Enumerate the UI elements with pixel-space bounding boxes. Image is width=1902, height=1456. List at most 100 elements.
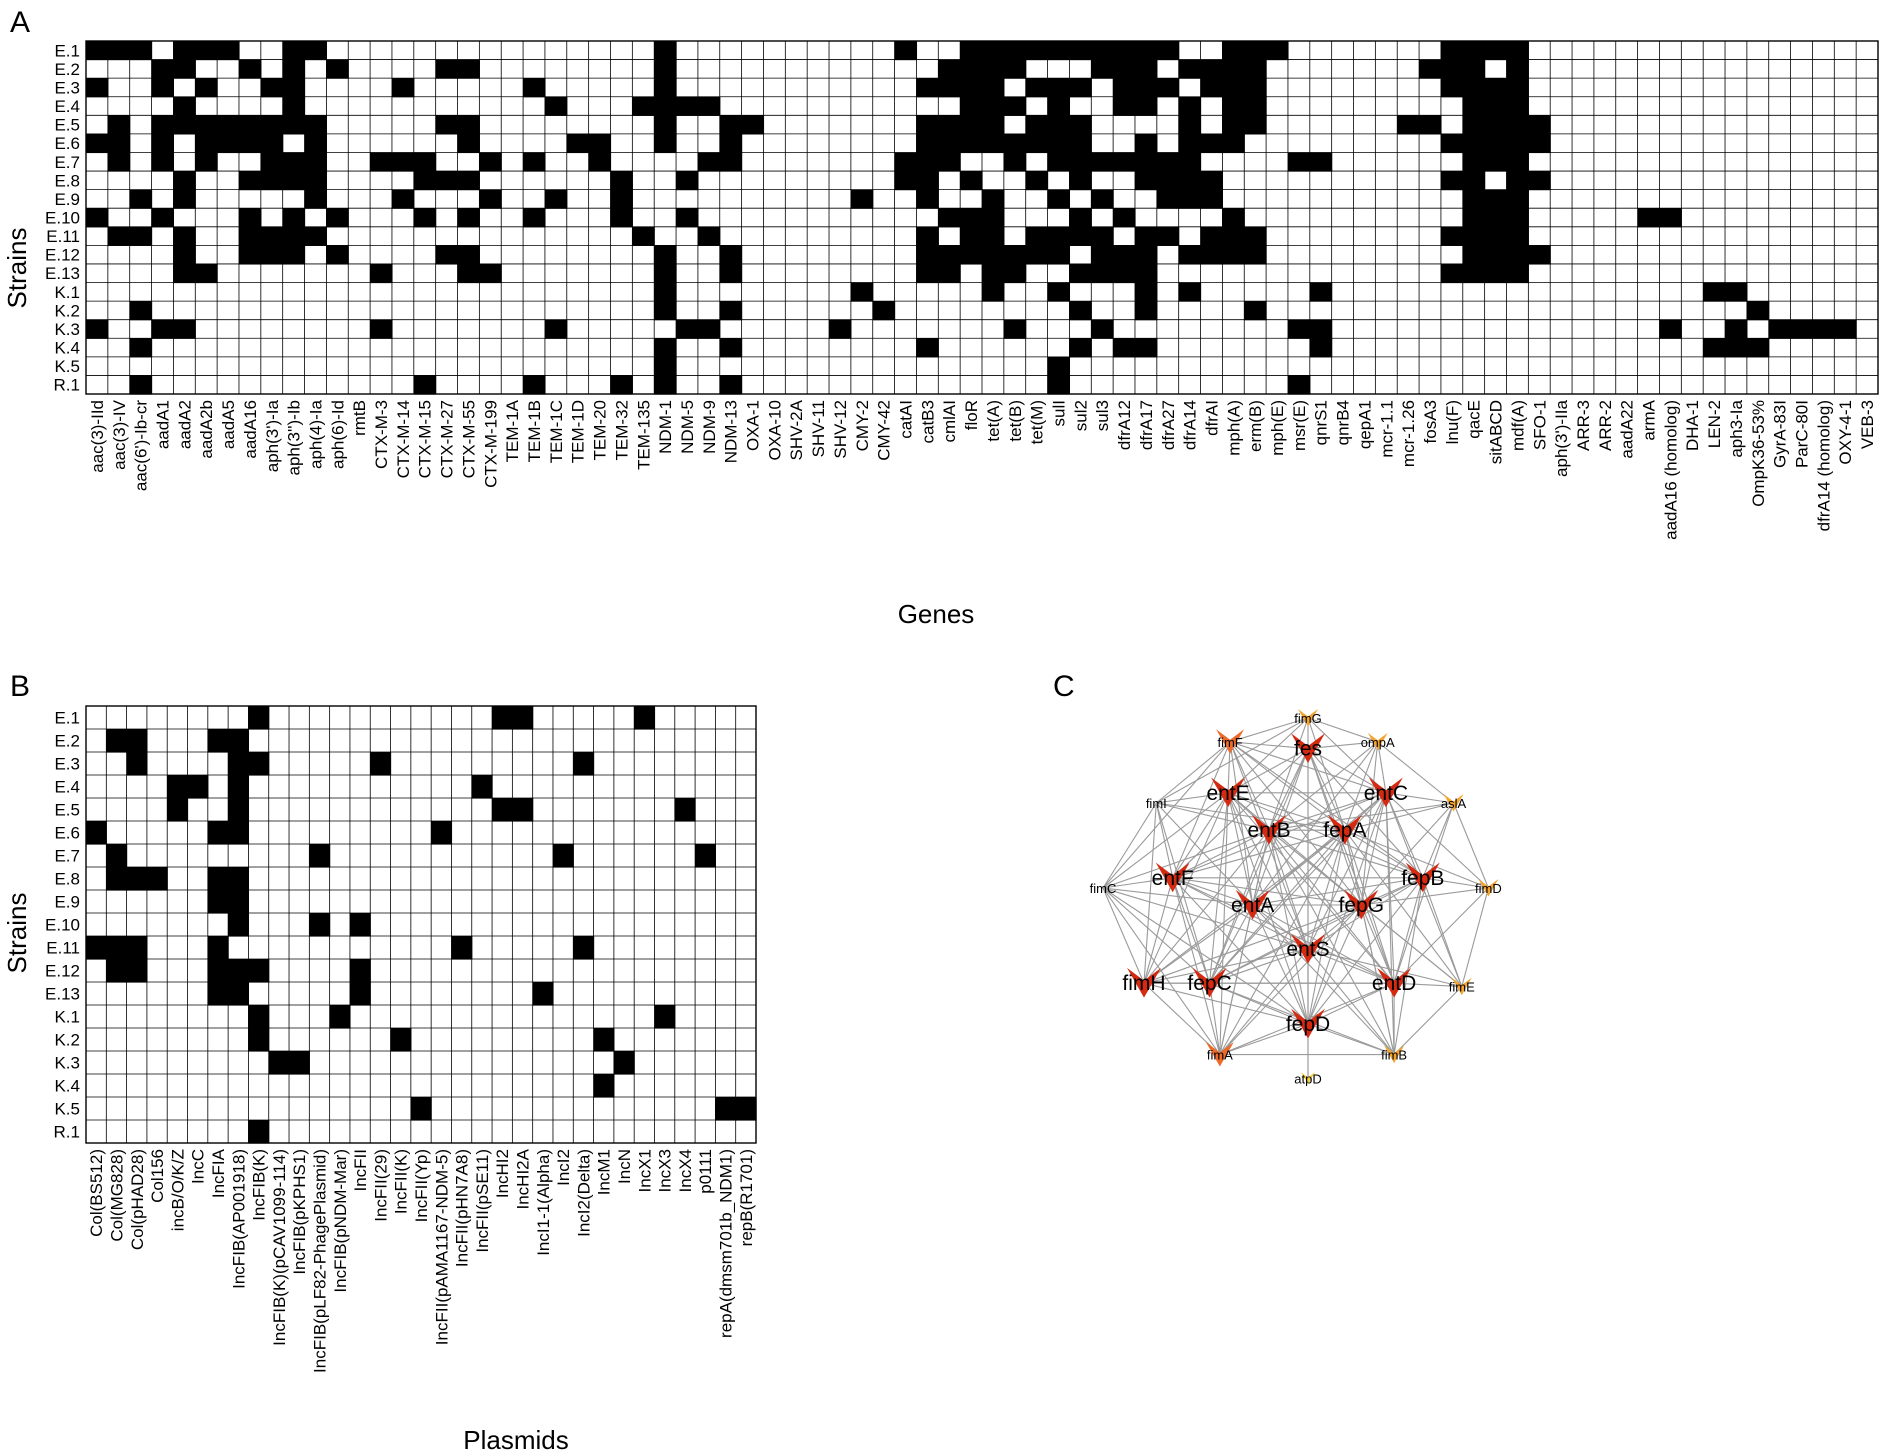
network-edge — [1268, 802, 1454, 831]
network-edge — [1360, 904, 1395, 984]
panel-a-cell-E.11-46 — [1091, 226, 1114, 246]
panel-a-cell-K.5-44 — [1047, 356, 1071, 377]
panel-a-cell-E.12-50 — [1178, 245, 1202, 265]
network-edge — [1307, 741, 1378, 750]
network-edge — [1268, 830, 1309, 950]
panel-a-cell-E.12-66 — [1528, 245, 1551, 265]
panel-a-cell-E.6-6 — [217, 133, 240, 154]
panel-b-cell-E.8-7 — [228, 867, 250, 891]
panel-a-column-label: aac(3)-IId — [88, 400, 107, 473]
panel-a-cell-K.4-47 — [1113, 338, 1136, 358]
panel-a-cell-E.1-0 — [86, 41, 109, 61]
network-node-entS — [1291, 933, 1325, 964]
network-edge — [1172, 877, 1309, 1025]
panel-b-column-label: IncFII(pSE11) — [473, 1149, 492, 1253]
panel-b-cell-K.5-16 — [410, 1097, 432, 1121]
panel-a-cell-E.11-64 — [1484, 226, 1508, 246]
panel-b-cell-E.12-1 — [106, 959, 128, 983]
panel-a-column-label: LEN-2 — [1705, 400, 1724, 448]
panel-a-cell-E.6-43 — [1025, 133, 1049, 154]
network-edge — [1252, 904, 1395, 1055]
panel-a-cell-E.7-38 — [916, 152, 939, 172]
panel-a-cell-E.13-13 — [370, 263, 393, 284]
panel-a-cell-E.8-49 — [1156, 171, 1180, 191]
panel-a-cell-E.11-62 — [1440, 226, 1464, 246]
panel-a-cell-E.5-8 — [260, 115, 284, 135]
panel-a-cell-E.11-2 — [129, 226, 153, 246]
panel-a-cell-K.4-56 — [1309, 338, 1333, 358]
panel-b-cell-E.11-1 — [106, 936, 128, 960]
panel-a-cell-K.1-44 — [1047, 282, 1071, 302]
network-node-label: entA — [1231, 894, 1274, 917]
panel-a-cell-E.11-45 — [1069, 226, 1092, 246]
panel-a-cell-E.5-3 — [151, 115, 175, 135]
panel-b-strain-label: E.8 — [54, 870, 80, 889]
panel-a-cell-E.13-5 — [195, 263, 218, 284]
panel-a-cell-E.9-10 — [304, 189, 327, 209]
panel-b-column-label: IncC — [189, 1149, 208, 1184]
panel-b-column-label: IncFII(29) — [371, 1149, 390, 1222]
panel-a-cell-E.2-3 — [151, 59, 175, 79]
panel-a-cell-E.8-16 — [435, 171, 459, 191]
panel-a-cell-E.13-17 — [457, 263, 480, 284]
panel-b-column-label: IncFIB(pKPHS1) — [290, 1149, 309, 1275]
panel-a-strain-label: E.10 — [45, 209, 80, 228]
panel-a-cell-R.1-20 — [523, 375, 546, 395]
network-edge — [1156, 802, 1345, 831]
network-edge — [1172, 792, 1387, 879]
panel-a-cell-E.6-40 — [960, 133, 983, 154]
panel-a-cell-E.5-53 — [1244, 115, 1267, 135]
panel-a-cell-E.3-65 — [1506, 78, 1529, 98]
panel-a-column-label: CTX-M-15 — [416, 400, 435, 478]
panel-a-cell-E.5-61 — [1419, 115, 1442, 135]
network-node-label: fimG — [1294, 711, 1321, 726]
network-edge — [1143, 829, 1346, 984]
panel-a-y-axis-title: Strains — [2, 228, 32, 309]
panel-a-cell-E.1-1 — [107, 41, 131, 61]
panel-a-cell-E.12-44 — [1047, 245, 1071, 265]
panel-a-cell-E.13-26 — [654, 263, 677, 284]
panel-a-cell-E.13-65 — [1506, 263, 1529, 284]
panel-a-cell-E.1-65 — [1506, 41, 1529, 61]
network-edge — [1143, 982, 1309, 1025]
panel-a-cell-K.3-27 — [676, 319, 699, 339]
panel-a-cell-K.3-80 — [1834, 319, 1857, 339]
panel-b-strain-label: K.1 — [54, 1008, 80, 1027]
network-edge — [1394, 982, 1462, 988]
panel-a-column-label: tet(M) — [1028, 400, 1047, 444]
network-node-fimH — [1127, 967, 1161, 998]
panel-a-cell-E.10-0 — [86, 208, 109, 228]
network-edge — [1360, 802, 1454, 906]
panel-a-column-label: aac(3)-IV — [110, 399, 129, 470]
panel-a-column-label: mcr-1.1 — [1377, 400, 1396, 458]
network-edge — [1360, 792, 1387, 906]
network-edge — [1385, 792, 1454, 804]
panel-a-column-label: TEM-32 — [612, 400, 631, 460]
panel-a-cell-E.10-63 — [1462, 208, 1486, 228]
panel-b-cell-E.1-21 — [512, 706, 534, 730]
panel-a-cell-K.2-36 — [872, 301, 896, 321]
panel-a-cell-E.6-0 — [86, 133, 109, 154]
panel-a-cell-K.2-29 — [719, 301, 743, 321]
panel-b-cell-E.10-7 — [228, 913, 250, 937]
panel-a-column-label: qepA1 — [1355, 400, 1374, 449]
panel-b-strain-label: E.6 — [54, 824, 80, 843]
network-node-aslA — [1443, 794, 1464, 812]
panel-b-cell-E.8-6 — [207, 867, 229, 891]
network-edge — [1172, 877, 1221, 1055]
network-edge — [1227, 792, 1346, 831]
panel-a-cell-E.2-48 — [1134, 59, 1158, 79]
panel-a-cell-K.3-55 — [1287, 319, 1311, 339]
panel-b-cell-E.4-4 — [167, 775, 189, 799]
panel-a-cell-E.3-44 — [1047, 78, 1071, 98]
panel-b-cell-E.9-6 — [207, 890, 229, 914]
panel-a-column-label: aph(3'')-Ib — [285, 400, 304, 475]
panel-a-cell-E.10-64 — [1484, 208, 1508, 228]
panel-b-column-label: IncFIB(K)(pCAV1099-114) — [270, 1149, 289, 1346]
panel-a-column-label: CTX-M-199 — [481, 400, 500, 488]
panel-b-column-label: repB(R1701) — [737, 1149, 756, 1246]
panel-a-column-label: catB3 — [918, 400, 937, 443]
panel-b-column-label: IncFII(K) — [392, 1149, 411, 1214]
network-edge — [1229, 717, 1309, 743]
network-node-fimA — [1205, 1042, 1234, 1067]
